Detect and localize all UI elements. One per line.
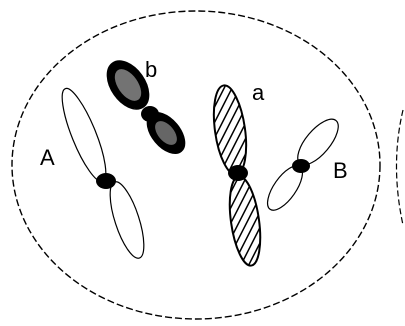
chromosome-A: [54, 84, 151, 262]
label-B: B: [333, 158, 348, 183]
label-b: b: [145, 57, 157, 82]
label-A: A: [40, 145, 55, 170]
chromosome-a-upper-arm: [209, 83, 251, 176]
chromosome-A-lower-arm: [103, 178, 151, 262]
label-a: a: [252, 80, 265, 105]
chromosome-a-centromere: [228, 165, 248, 181]
neighbor-cell-edge: [397, 110, 404, 225]
chromosome-a: [209, 83, 265, 267]
chromosome-a-lower-arm: [225, 174, 265, 267]
cell-membrane: [12, 11, 380, 319]
chromosome-B-centromere: [292, 159, 310, 173]
chromosome-A-centromere: [96, 173, 116, 189]
chromosome-A-upper-arm: [54, 84, 114, 186]
chromosome-b-centromere: [141, 106, 159, 122]
